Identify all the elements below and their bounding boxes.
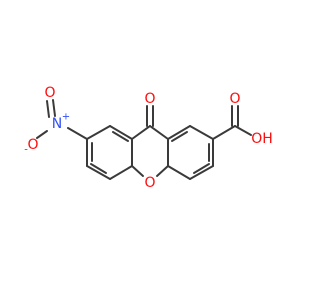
bond-right-4 bbox=[167, 165, 191, 180]
bond-nitro-double-2 bbox=[52, 99, 56, 117]
bond-left-inner-2 bbox=[90, 163, 107, 174]
nitro-group bbox=[36, 99, 88, 140]
bond-right-inner-2 bbox=[193, 163, 210, 174]
molecule-diagram: O O O OH N + O O - bbox=[24, 85, 273, 191]
left-ring bbox=[86, 125, 133, 180]
bond-right-1 bbox=[189, 125, 214, 140]
nitro-oxygen-double-label: O bbox=[44, 85, 55, 101]
central-ring bbox=[131, 105, 169, 177]
structure-canvas: O O O OH N + O O - bbox=[24, 85, 273, 191]
bond-left-6 bbox=[86, 125, 111, 140]
ketone-oxygen-label: O bbox=[144, 91, 155, 107]
bond-carbonyl-right bbox=[149, 125, 169, 140]
bond-left-1 bbox=[109, 125, 133, 140]
bond-left-4 bbox=[86, 165, 111, 180]
bond-nitro-double-1 bbox=[46, 100, 50, 118]
nitro-n-charge-label: + bbox=[62, 112, 70, 123]
nitro-nitrogen-label: N bbox=[52, 116, 62, 132]
bond-left-3 bbox=[109, 165, 133, 180]
acid-oxygen-label: O bbox=[229, 91, 240, 107]
bond-ether-left bbox=[131, 165, 144, 177]
carboxylic-acid-group bbox=[212, 105, 252, 140]
bond-right-inner-1 bbox=[171, 131, 188, 142]
bond-right-6 bbox=[167, 125, 191, 140]
bond-nitro-ring bbox=[67, 127, 88, 140]
acid-hydroxyl-label: OH bbox=[251, 131, 273, 147]
nitro-oxygen-single-label: O bbox=[27, 137, 38, 153]
bond-acid-carbon bbox=[212, 125, 236, 140]
bond-acid-hydroxyl bbox=[234, 125, 252, 136]
bond-ether-right bbox=[156, 165, 169, 177]
ring-oxygen-label: O bbox=[144, 175, 155, 191]
bond-nitro-single bbox=[36, 130, 48, 139]
bond-right-3 bbox=[189, 165, 214, 180]
bond-left-inner-1 bbox=[112, 131, 129, 142]
bond-carbonyl-left bbox=[131, 125, 151, 140]
nitro-o-charge-label: - bbox=[24, 145, 28, 156]
right-ring bbox=[167, 125, 214, 180]
